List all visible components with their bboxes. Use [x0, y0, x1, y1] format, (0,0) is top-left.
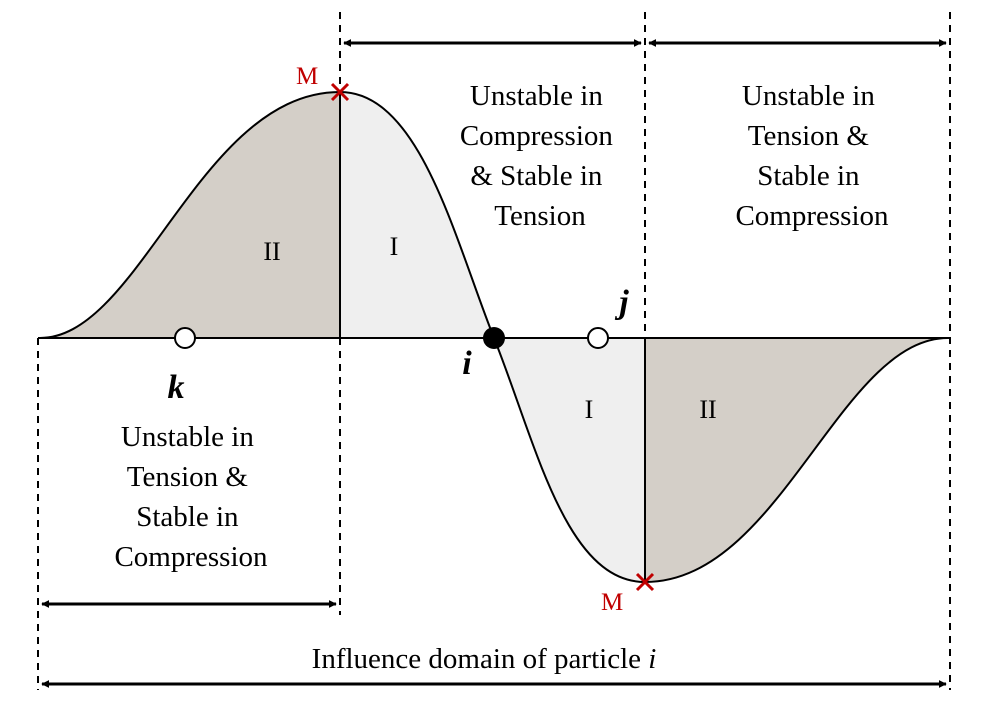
left-zone-line-1: Unstable in: [121, 421, 254, 453]
region-upper-outer-label: II: [263, 237, 280, 266]
max-label-bottom: M: [601, 589, 623, 616]
max-cross-bottom-icon: [635, 572, 655, 592]
right-zone-description: Unstable in Tension & Stable in Compress…: [735, 80, 889, 232]
left-zone-line-4: Compression: [114, 541, 268, 573]
particle-k-marker: [174, 327, 196, 349]
particle-i-label: i: [462, 345, 472, 382]
max-label-top: M: [296, 63, 318, 90]
region-lower-outer-fill: [645, 338, 948, 582]
influence-domain-caption: Influence domain of particle i: [312, 643, 657, 675]
region-lower-inner-label: I: [585, 395, 594, 424]
right-zone-line-1: Unstable in: [742, 80, 875, 112]
mid-zone-line-2: Compression: [460, 120, 614, 152]
caption-italic-i: i: [648, 643, 656, 675]
particle-j-marker: [587, 327, 609, 349]
left-zone-line-3: Stable in: [136, 501, 239, 533]
particle-i-marker: [483, 327, 505, 349]
region-lower-inner-fill: [494, 338, 645, 582]
region-upper-inner-fill: [340, 92, 494, 338]
particle-k-label: k: [168, 369, 185, 406]
right-zone-line-4: Compression: [735, 200, 889, 232]
right-zone-line-2: Tension &: [748, 120, 870, 152]
mid-zone-line-4: Tension: [494, 200, 586, 232]
max-cross-top-icon: [330, 82, 350, 102]
mid-zone-line-3: & Stable in: [470, 160, 603, 192]
mid-zone-description: Unstable in Compression & Stable in Tens…: [460, 80, 620, 232]
left-zone-description: Unstable in Tension & Stable in Compress…: [114, 421, 268, 573]
region-upper-inner-label: I: [390, 232, 399, 261]
left-zone-line-2: Tension &: [127, 461, 249, 493]
caption-text: Influence domain of particle: [312, 643, 649, 675]
mid-zone-line-1: Unstable in: [470, 80, 603, 112]
particle-j-label: j: [614, 284, 629, 321]
right-zone-line-3: Stable in: [757, 160, 860, 192]
region-upper-outer-fill: [40, 92, 340, 338]
region-lower-outer-label: II: [699, 395, 716, 424]
